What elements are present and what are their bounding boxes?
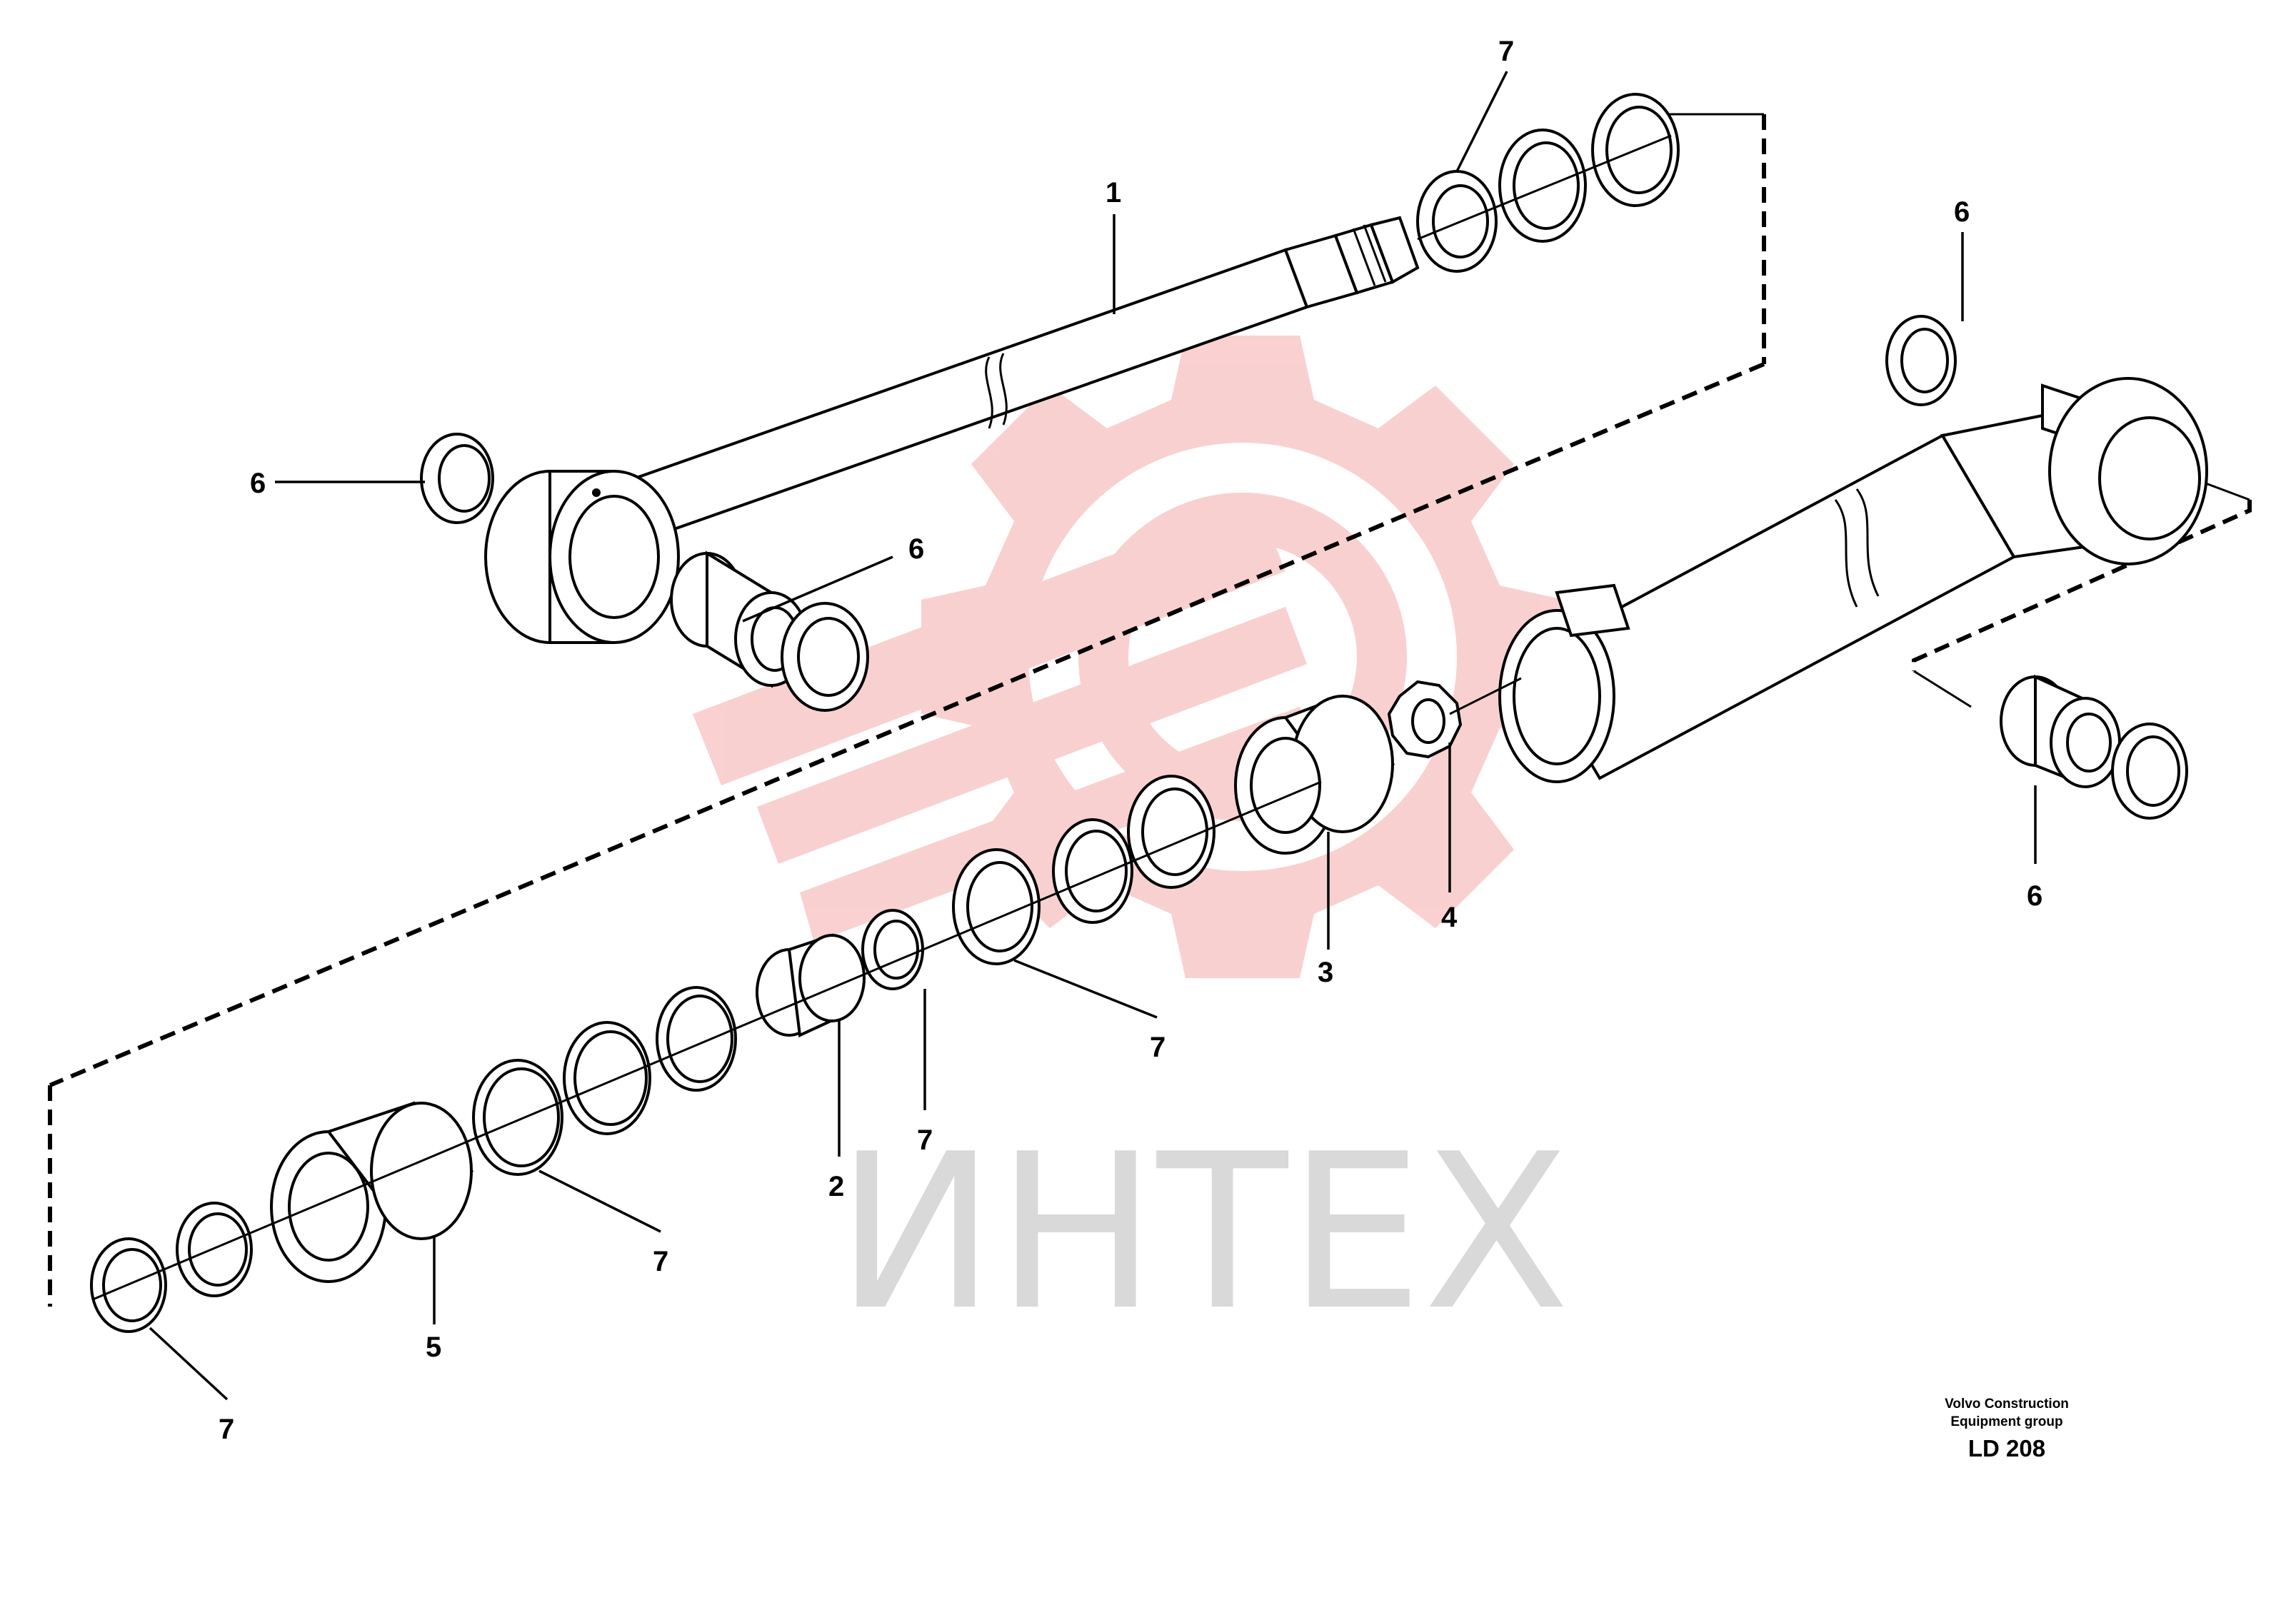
leader-lines — [149, 71, 2037, 1401]
callout-part-7-small: 7 — [917, 1125, 933, 1156]
callout-part-2: 2 — [828, 1171, 844, 1202]
caption-drawing-code: LD 208 — [1968, 1435, 2045, 1461]
axis-line-washer — [1449, 677, 1522, 715]
seal-rod-eye-left — [420, 433, 494, 524]
piston-rod — [484, 216, 1420, 644]
callout-part-6-rod-eye: 6 — [250, 468, 266, 499]
piston — [1234, 694, 1395, 855]
callout-part-7-top: 7 — [1498, 36, 1514, 67]
callout-part-6-tube-top: 6 — [1954, 196, 1970, 228]
dashed-connector-upper — [48, 114, 1766, 1307]
callout-labels: 1 2 3 4 5 6 6 6 6 7 7 7 7 7 — [219, 36, 2042, 1445]
leader-right-bush — [1913, 670, 1972, 708]
axis-line-main — [92, 780, 1322, 1301]
callout-part-3: 3 — [1318, 957, 1333, 988]
seal-rod-eye-right — [781, 602, 869, 712]
dashed-connector-right — [1912, 500, 2252, 671]
guide-bushing — [756, 933, 866, 1037]
seal-tube-bottom — [2111, 723, 2188, 820]
callout-part-7-piston: 7 — [1150, 1032, 1165, 1063]
callout-part-7-head: 7 — [219, 1414, 234, 1445]
seal-kit-top-right — [1416, 93, 1680, 273]
callout-part-6-tube-bottom: 6 — [2027, 880, 2042, 912]
drawing-caption: Volvo Construction Equipment group LD 20… — [1945, 1397, 2069, 1461]
callout-part-1: 1 — [1106, 177, 1121, 208]
small-seal-ring — [861, 909, 924, 990]
watermark-text: ИНТЕХ — [836, 1108, 1570, 1357]
callout-part-7-orings: 7 — [653, 1246, 668, 1277]
callout-part-6-bush: 6 — [908, 533, 924, 565]
o-rings — [472, 986, 737, 1176]
callout-part-4: 4 — [1441, 902, 1458, 933]
bushing-tube — [2000, 674, 2121, 788]
caption-company: Volvo Construction — [1945, 1397, 2069, 1412]
axis-line-top — [1417, 134, 1672, 241]
cylinder-tube — [1498, 377, 2208, 783]
caption-group: Equipment group — [1950, 1414, 2062, 1429]
piston-seal-kit — [952, 775, 1215, 965]
seal-tube-top — [1885, 315, 1957, 406]
cylinder-head — [270, 1101, 474, 1283]
callout-part-5: 5 — [426, 1332, 441, 1363]
